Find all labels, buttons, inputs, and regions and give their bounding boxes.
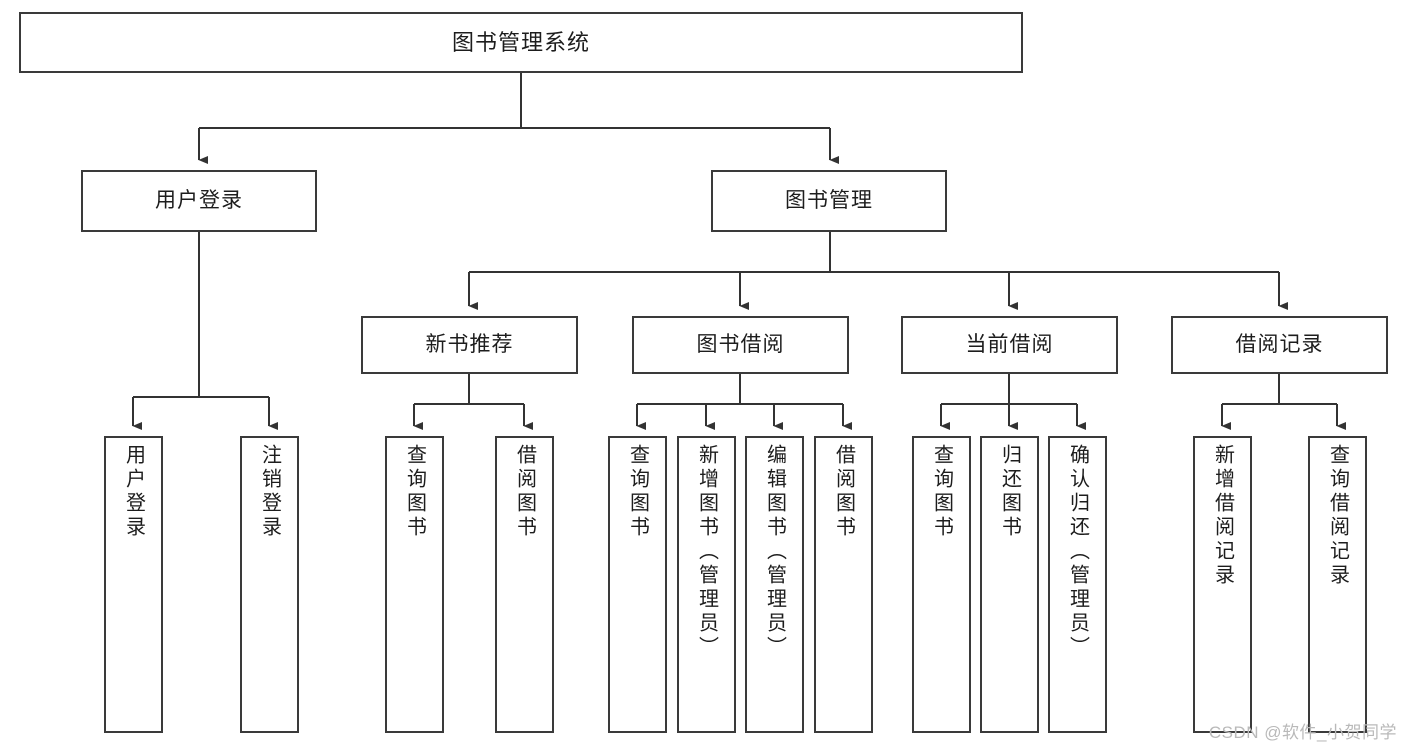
node-label: 新增图书（管理员） (695, 444, 718, 660)
node-leaf-edit-book-admin[interactable]: 编辑图书（管理员） (745, 436, 804, 733)
node-label: 注销登录 (258, 444, 281, 540)
node-user-login[interactable]: 用户登录 (81, 170, 317, 232)
node-label: 查询借阅记录 (1326, 444, 1349, 588)
node-label: 查询图书 (626, 444, 649, 540)
node-current-borrow[interactable]: 当前借阅 (901, 316, 1118, 374)
node-leaf-query-book-recommend[interactable]: 查询图书 (385, 436, 444, 733)
node-label: 当前借阅 (965, 332, 1054, 356)
node-leaf-logout-login[interactable]: 注销登录 (240, 436, 299, 733)
node-leaf-borrow-book[interactable]: 借阅图书 (814, 436, 873, 733)
node-leaf-return-book[interactable]: 归还图书 (980, 436, 1039, 733)
node-label: 借阅记录 (1235, 332, 1324, 356)
node-label: 用户登录 (122, 444, 145, 540)
node-label: 归还图书 (998, 444, 1021, 540)
node-new-book-recommend[interactable]: 新书推荐 (361, 316, 578, 374)
node-label: 用户登录 (155, 188, 243, 212)
node-leaf-confirm-return-admin[interactable]: 确认归还（管理员） (1048, 436, 1107, 733)
node-leaf-query-book-current[interactable]: 查询图书 (912, 436, 971, 733)
node-label: 图书管理 (785, 188, 873, 212)
node-label: 借阅图书 (513, 444, 536, 540)
node-root-book-management-system[interactable]: 图书管理系统 (19, 12, 1023, 73)
node-label: 编辑图书（管理员） (763, 444, 786, 660)
csdn-watermark: CSDN @软件_小贺同学 (1208, 723, 1397, 742)
node-leaf-query-borrow-record[interactable]: 查询借阅记录 (1308, 436, 1367, 733)
node-book-management[interactable]: 图书管理 (711, 170, 947, 232)
node-label: 新增借阅记录 (1211, 444, 1234, 588)
node-leaf-borrow-book-recommend[interactable]: 借阅图书 (495, 436, 554, 733)
node-label: 图书管理系统 (451, 29, 590, 55)
node-label: 查询图书 (403, 444, 426, 540)
node-borrow-record[interactable]: 借阅记录 (1171, 316, 1388, 374)
node-leaf-query-book-borrow[interactable]: 查询图书 (608, 436, 667, 733)
node-leaf-add-book-admin[interactable]: 新增图书（管理员） (677, 436, 736, 733)
node-label: 图书借阅 (696, 332, 785, 356)
node-label: 借阅图书 (832, 444, 855, 540)
node-label: 新书推荐 (425, 332, 514, 356)
node-leaf-add-borrow-record[interactable]: 新增借阅记录 (1193, 436, 1252, 733)
node-label: 查询图书 (930, 444, 953, 540)
node-label: 确认归还（管理员） (1066, 444, 1089, 660)
node-leaf-user-login[interactable]: 用户登录 (104, 436, 163, 733)
node-book-borrow[interactable]: 图书借阅 (632, 316, 849, 374)
